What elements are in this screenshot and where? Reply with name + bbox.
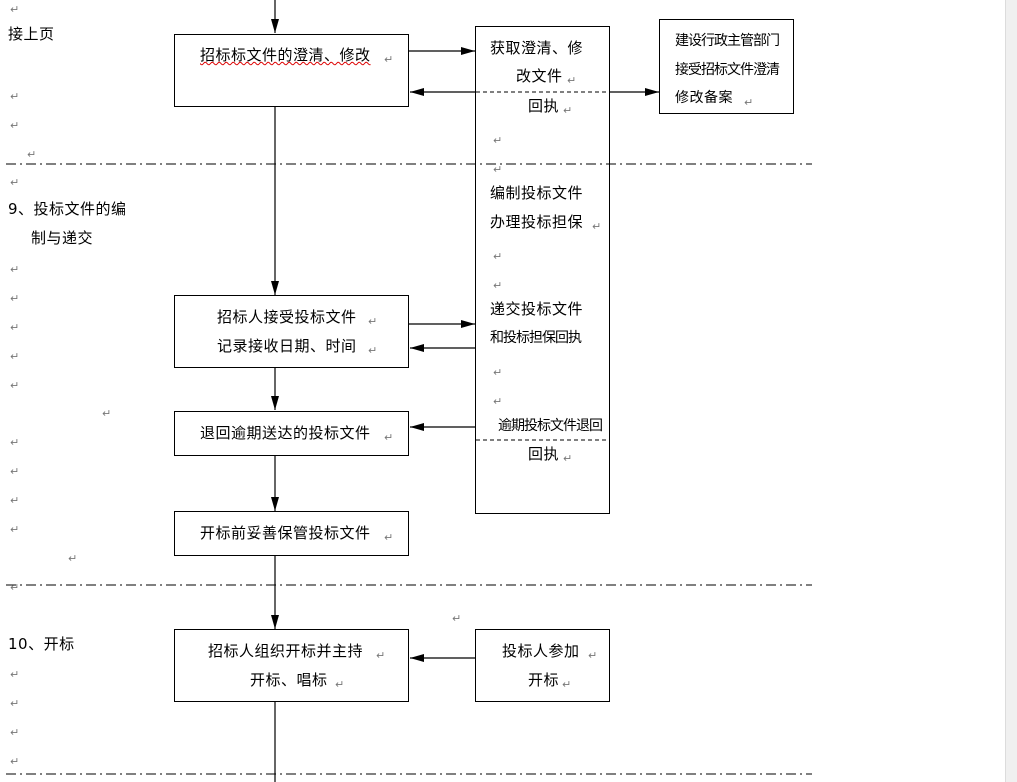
receipt-1: 回执: [528, 97, 560, 115]
paragraph-mark: [10, 495, 19, 506]
paragraph-mark: [452, 613, 461, 624]
admin-box-line2: 接受招标文件澄清: [675, 62, 780, 78]
prepare-line2: 办理投标担保: [490, 213, 584, 231]
get-clarify-line2: 改文件: [516, 67, 563, 85]
paragraph-mark: [10, 756, 19, 767]
keep-box: 开标前妥善保管投标文件: [174, 511, 409, 556]
bidder-attend-line2: 开标: [528, 671, 560, 689]
receive-box: 招标人接受投标文件 记录接收日期、时间: [174, 295, 409, 368]
paragraph-mark: [10, 4, 19, 15]
paragraph-mark: [493, 280, 502, 291]
open-box-line2: 开标、唱标: [250, 671, 328, 689]
clarify-box-text: 招标标文件的澄清、修改: [200, 41, 371, 70]
receive-box-line1: 招标人接受投标文件: [217, 308, 357, 326]
paragraph-mark: [68, 553, 77, 564]
receive-box-line2: 记录接收日期、时间: [217, 337, 357, 355]
submit-line2: 和投标担保回执: [490, 330, 582, 346]
paragraph-mark: [10, 177, 19, 188]
paragraph-mark: [10, 351, 19, 362]
paragraph-mark: [102, 408, 111, 419]
paragraph-mark: [10, 264, 19, 275]
paragraph-mark: [563, 453, 572, 464]
admin-box-line3: 修改备案: [675, 90, 733, 106]
paragraph-mark: [10, 91, 19, 102]
paragraph-mark: [493, 367, 502, 378]
paragraph-mark: [744, 97, 753, 108]
section-label-9-line1: 9、投标文件的编: [8, 200, 127, 218]
open-box-line1: 招标人组织开标并主持: [208, 642, 364, 660]
paragraph-mark: [10, 698, 19, 709]
paragraph-mark: [368, 345, 377, 356]
section-label-9-line2: 制与递交: [31, 229, 94, 247]
paragraph-mark: [376, 650, 385, 661]
paragraph-mark: [588, 650, 597, 661]
keep-box-text: 开标前妥善保管投标文件: [200, 524, 371, 542]
paragraph-mark: [368, 316, 377, 327]
submit-line1: 递交投标文件: [490, 300, 584, 318]
paragraph-mark: [562, 679, 571, 690]
section-label-10: 10、开标: [8, 635, 75, 653]
admin-box-line1: 建设行政主管部门: [675, 33, 780, 49]
late-return-label: 逾期投标文件退回: [498, 418, 603, 434]
paragraph-mark: [563, 105, 572, 116]
paragraph-mark: [10, 524, 19, 535]
paragraph-mark: [27, 149, 36, 160]
get-clarify-line1: 获取澄清、修: [490, 39, 584, 57]
clarify-box: 招标标文件的澄清、修改: [174, 34, 409, 107]
paragraph-mark: [10, 582, 19, 593]
admin-filing-box: 建设行政主管部门 接受招标文件澄清 修改备案: [659, 19, 794, 114]
bidder-attend-line1: 投标人参加: [502, 642, 580, 660]
section-label-continued: 接上页: [8, 25, 55, 43]
paragraph-mark: [384, 54, 393, 65]
clarify-box-label: 招标标文件的澄清、修改: [200, 46, 371, 64]
paragraph-mark: [10, 322, 19, 333]
prepare-line1: 编制投标文件: [490, 184, 584, 202]
paragraph-mark: [567, 75, 576, 86]
paragraph-mark: [592, 221, 601, 232]
paragraph-mark: [10, 437, 19, 448]
paragraph-mark: [10, 120, 19, 131]
return-late-box: 退回逾期送达的投标文件: [174, 411, 409, 456]
open-box: 招标人组织开标并主持 开标、唱标: [174, 629, 409, 702]
return-late-box-text: 退回逾期送达的投标文件: [200, 424, 371, 442]
paragraph-mark: [335, 679, 344, 690]
receipt-2: 回执: [528, 445, 560, 463]
paragraph-mark: [384, 532, 393, 543]
bidder-attend-box: 投标人参加 开标: [475, 629, 610, 702]
paragraph-mark: [493, 396, 502, 407]
paragraph-mark: [10, 669, 19, 680]
document-right-edge: [1005, 0, 1017, 782]
paragraph-mark: [10, 293, 19, 304]
paragraph-mark: [493, 251, 502, 262]
paragraph-mark: [493, 135, 502, 146]
paragraph-mark: [10, 380, 19, 391]
paragraph-mark: [10, 466, 19, 477]
paragraph-mark: [384, 432, 393, 443]
bidder-column: 获取澄清、修 改文件 回执 编制投标文件 办理投标担保 递交投标文件 和投标担保…: [475, 26, 610, 514]
paragraph-mark: [10, 727, 19, 738]
paragraph-mark: [493, 164, 502, 175]
